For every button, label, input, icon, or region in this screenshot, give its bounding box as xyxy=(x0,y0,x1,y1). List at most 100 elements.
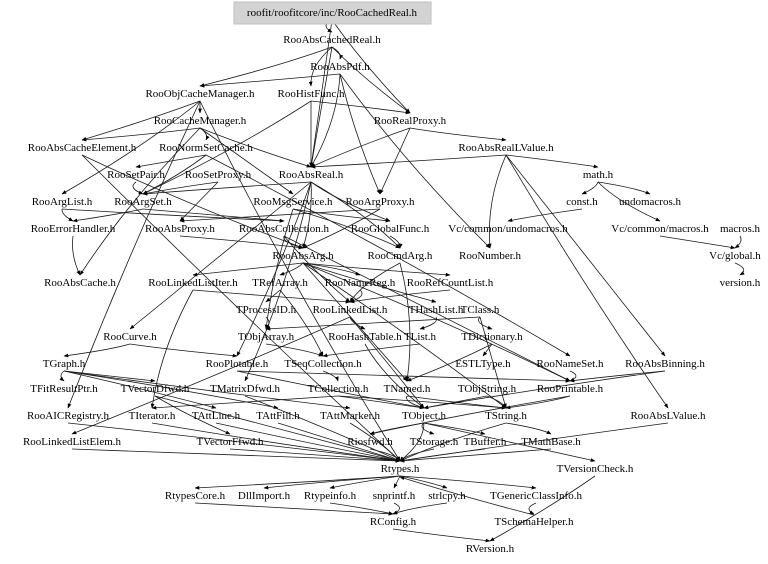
edge-roonameset-h-to-rooprintable-h xyxy=(569,370,577,382)
edge-rtypes-h-to-tgenericclassinfo-h xyxy=(399,475,537,490)
node-tschemahelper-h[interactable]: TSchemaHelper.h xyxy=(494,516,574,528)
edge-rooplotable-h-to-tobject-h xyxy=(236,370,425,410)
node-tobjstring-h[interactable]: TObjString.h xyxy=(458,383,517,395)
node-roorealproxy-h[interactable]: RooRealProxy.h xyxy=(374,115,447,127)
node-tobjarray-h[interactable]: TObjArray.h xyxy=(238,331,295,343)
node-roomsgservice-h[interactable]: RooMsgService.h xyxy=(253,196,333,208)
node-rooabscachedreal-h[interactable]: RooAbsCachedReal.h xyxy=(283,34,381,46)
node-rooglobalfunc-h[interactable]: RooGlobalFunc.h xyxy=(351,223,430,235)
edge-rooabsarg-h-to-thashlist-h xyxy=(302,262,437,303)
node-tversioncheck-h[interactable]: TVersionCheck.h xyxy=(557,463,634,475)
node-tfitresultptr-h[interactable]: TFitResultPtr.h xyxy=(30,383,98,395)
node-rooplotable-h[interactable]: RooPlotable.h xyxy=(206,358,269,370)
edge-rooabscollection-h-to-rooprintable-h xyxy=(283,235,571,382)
node-roonumber-h[interactable]: RooNumber.h xyxy=(459,250,522,262)
node-rooabscollection-h[interactable]: RooAbsCollection.h xyxy=(239,223,330,235)
node-snprintf-h[interactable]: snprintf.h xyxy=(373,490,416,502)
node-rooabscacheelement-h[interactable]: RooAbsCacheElement.h xyxy=(28,142,137,154)
edge-roocachemanager-h-to-rooabscacheelement-h xyxy=(81,127,201,142)
node-roohashtable-h[interactable]: RooHashTable.h xyxy=(328,331,402,343)
node-rtypes-h[interactable]: Rtypes.h xyxy=(381,463,420,475)
node-rooabscache-h[interactable]: RooAbsCache.h xyxy=(44,277,116,289)
node-dllimport-h[interactable]: DllImport.h xyxy=(238,490,291,502)
node-version-h[interactable]: version.h xyxy=(720,277,761,289)
node-rooabsarg-h[interactable]: RooAbsArg.h xyxy=(272,250,334,262)
node-tcollection-h[interactable]: TCollection.h xyxy=(308,383,369,395)
node-rooaicregistry-h[interactable]: RooAICRegistry.h xyxy=(27,410,110,422)
node-rconfig-h[interactable]: RConfig.h xyxy=(370,516,417,528)
node-roonormsetcache-h[interactable]: RooNormSetCache.h xyxy=(159,142,253,154)
node-rooerrorhandler-h[interactable]: RooErrorHandler.h xyxy=(31,223,116,235)
node-tseqcollection-h[interactable]: TSeqCollection.h xyxy=(284,358,362,370)
node-roonameset-h[interactable]: RooNameSet.h xyxy=(537,358,604,370)
node-rooobjcachemanager-h[interactable]: RooObjCacheManager.h xyxy=(145,88,255,100)
node-thashlist-h[interactable]: THashList.h xyxy=(409,304,464,316)
node-rooarglist-h[interactable]: RooArgList.h xyxy=(32,196,93,208)
node-tstorage-h[interactable]: TStorage.h xyxy=(410,436,459,448)
node-tprocessid-h[interactable]: TProcessID.h xyxy=(236,304,297,316)
node-tattmarker-h[interactable]: TAttMarker.h xyxy=(320,410,380,422)
node-rooabslvalue-h[interactable]: RooAbsLValue.h xyxy=(630,410,706,422)
node-const-h[interactable]: const.h xyxy=(566,196,598,208)
node-roosetproxy-h[interactable]: RooSetProxy.h xyxy=(185,169,252,181)
node-tmathbase-h[interactable]: TMathBase.h xyxy=(521,436,581,448)
node-roocmdarg-h[interactable]: RooCmdArg.h xyxy=(368,250,433,262)
edge-rtypescore-h-to-rconfig-h xyxy=(194,502,394,516)
node-rooabspdf-h[interactable]: RooAbsPdf.h xyxy=(310,61,370,73)
node-tgraph-h[interactable]: TGraph.h xyxy=(43,358,86,370)
node-undomacros-h[interactable]: undomacros.h xyxy=(619,196,682,208)
node-rtypeinfo-h[interactable]: Rtypeinfo.h xyxy=(304,490,357,502)
node-tvectordfwd-h[interactable]: TVectorDfwd.h xyxy=(121,383,190,395)
node-roolinkedlist-h[interactable]: RooLinkedList.h xyxy=(313,304,388,316)
edge-roofit-roofitcore-inc-roocachedreal-h-to-roorealproxy-h xyxy=(331,19,411,114)
node-estltype-h[interactable]: ESTLType.h xyxy=(455,358,511,370)
node-roolinkedlistelem-h[interactable]: RooLinkedListElem.h xyxy=(23,436,122,448)
edge-tvectorffwd-h-to-rtypes-h xyxy=(229,448,401,463)
node-roorefcountlist-h[interactable]: RooRefCountList.h xyxy=(407,277,494,289)
node-riosfwd-h[interactable]: Riosfwd.h xyxy=(347,436,393,448)
node-tattfill-h[interactable]: TAttFill.h xyxy=(256,410,300,422)
node-tvectorffwd-h[interactable]: TVectorFfwd.h xyxy=(197,436,264,448)
node-tgenericclassinfo-h[interactable]: TGenericClassInfo.h xyxy=(490,490,582,502)
node-macros-h[interactable]: macros.h xyxy=(720,223,761,235)
node-tattline-h[interactable]: TAttLine.h xyxy=(192,410,241,422)
node-tnamed-h[interactable]: TNamed.h xyxy=(384,383,431,395)
edge-rooprintable-h-to-tstring-h xyxy=(505,395,571,410)
node-roolinkedlistiter-h[interactable]: RooLinkedListIter.h xyxy=(148,277,238,289)
node-roocachemanager-h[interactable]: RooCacheManager.h xyxy=(154,115,247,127)
node-tstring-h[interactable]: TString.h xyxy=(485,410,527,422)
node-roonamereg-h[interactable]: RooNameReg.h xyxy=(325,277,396,289)
root-node-label[interactable]: roofit/roofitcore/inc/RooCachedReal.h xyxy=(247,7,418,19)
node-math-h[interactable]: math.h xyxy=(583,169,614,181)
node-rtypescore-h[interactable]: RtypesCore.h xyxy=(165,490,226,502)
node-roohistfunc-h[interactable]: RooHistFunc.h xyxy=(278,88,345,100)
node-tobject-h[interactable]: TObject.h xyxy=(402,410,447,422)
node-tlist-h[interactable]: TList.h xyxy=(404,331,437,343)
node-rooargset-h[interactable]: RooArgSet.h xyxy=(114,196,172,208)
edge-rooarglist-h-to-rooerrorhandler-h xyxy=(61,208,74,222)
node-vc-common-macros-h[interactable]: Vc/common/macros.h xyxy=(611,223,709,235)
node-tmatrixdfwd-h[interactable]: TMatrixDfwd.h xyxy=(210,383,280,395)
node-strlcpy-h[interactable]: strlcpy.h xyxy=(428,490,466,502)
node-vc-common-undomacros-h[interactable]: Vc/common/undomacros.h xyxy=(448,223,568,235)
node-roocurve-h[interactable]: RooCurve.h xyxy=(103,331,157,343)
node-rooabsreallvalue-h[interactable]: RooAbsRealLValue.h xyxy=(458,142,554,154)
node-tclass-h[interactable]: TClass.h xyxy=(461,304,500,316)
node-rversion-h[interactable]: RVersion.h xyxy=(466,543,515,555)
edge-rooabscachedreal-h-to-rooobjcachemanager-h xyxy=(199,46,333,87)
node-tbuffer-h[interactable]: TBuffer.h xyxy=(464,436,507,448)
edge-rooabscachedreal-h-to-rooabsreal-h xyxy=(309,46,333,168)
node-rooabsreal-h[interactable]: RooAbsReal.h xyxy=(279,169,344,181)
node-trefarray-h[interactable]: TRefArray.h xyxy=(252,277,308,289)
edge-tseqcollection-h-to-tcollection-h xyxy=(322,370,339,382)
node-roosetpair-h[interactable]: RooSetPair.h xyxy=(107,169,165,181)
node-vc-global-h[interactable]: Vc/global.h xyxy=(709,250,761,262)
edge-tvectordfwd-h-to-tvectorffwd-h xyxy=(154,395,231,435)
node-rooabsbinning-h[interactable]: RooAbsBinning.h xyxy=(625,358,705,370)
node-tdictionary-h[interactable]: TDictionary.h xyxy=(461,331,523,343)
node-rooargproxy-h[interactable]: RooArgProxy.h xyxy=(345,196,415,208)
node-titerator-h[interactable]: TIterator.h xyxy=(129,410,176,422)
node-rooprintable-h[interactable]: RooPrintable.h xyxy=(537,383,604,395)
node-rooabsproxy-h[interactable]: RooAbsProxy.h xyxy=(145,223,215,235)
edge-rtypes-h-to-rtypescore-h xyxy=(194,475,401,490)
